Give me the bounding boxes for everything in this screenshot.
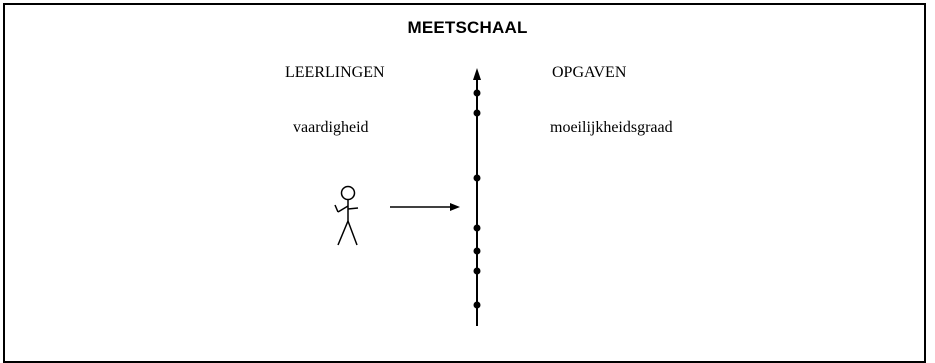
scale-point xyxy=(473,89,481,97)
scale-point xyxy=(473,267,481,275)
scale-axis-arrowhead xyxy=(473,68,481,80)
diagram-title: MEETSCHAAL xyxy=(407,18,528,37)
left-subheading: vaardigheid xyxy=(293,119,369,136)
right-subheading: moeilijkheidsgraad xyxy=(550,119,673,136)
scale-diagram xyxy=(334,68,481,326)
right-arrow-icon xyxy=(390,203,460,211)
right-heading: OPGAVEN xyxy=(552,64,627,81)
scale-point xyxy=(473,109,481,117)
scale-point xyxy=(473,174,481,182)
scale-point xyxy=(473,247,481,255)
scale-point xyxy=(473,301,481,309)
stick-figure-icon xyxy=(334,185,359,246)
left-heading: LEERLINGEN xyxy=(285,64,385,81)
scale-point xyxy=(473,224,481,232)
